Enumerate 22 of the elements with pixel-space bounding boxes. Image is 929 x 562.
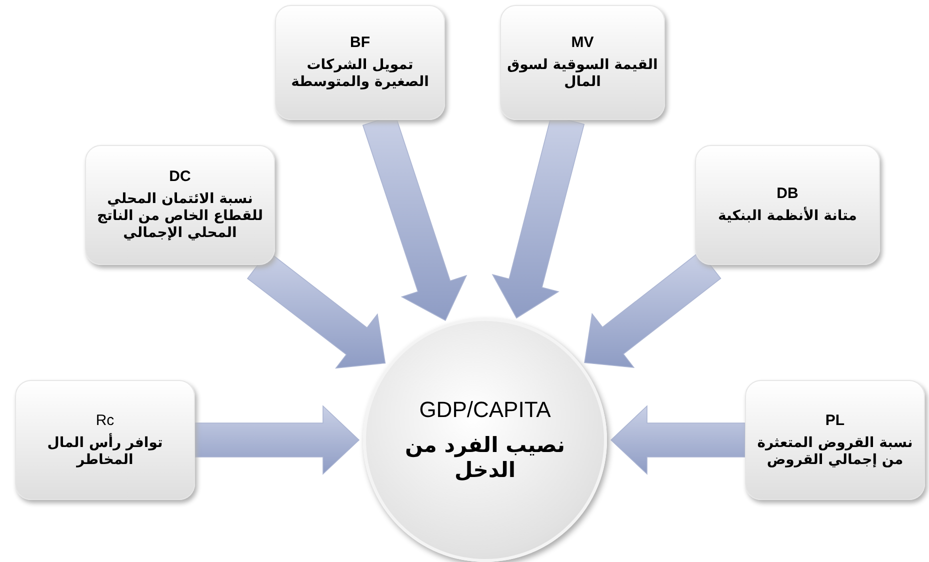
abbreviation-label: Rc: [96, 412, 114, 428]
abbreviation-label: MV: [571, 34, 594, 51]
block-arrow: [610, 405, 746, 475]
rounded-box: [275, 5, 445, 120]
rounded-box: [85, 145, 275, 265]
abbreviation-label: DB: [776, 185, 798, 202]
rounded-box: [745, 380, 925, 500]
abbreviation-label: BF: [350, 34, 370, 51]
block-arrow: [194, 405, 360, 475]
rounded-box: [695, 145, 880, 265]
description-text: نسبة القروض المتعثرة من إجمالي القروض: [756, 434, 914, 468]
description-text: توافر رأس المال المخاطر: [46, 434, 164, 468]
abbreviation-label: GDP/CAPITA: [419, 397, 551, 423]
abbreviation-label: DC: [169, 168, 191, 185]
rounded-box: [15, 380, 195, 500]
description-text: القيمة السوقية لسوق المال: [507, 57, 658, 91]
description-text: نصيب الفرد من الدخل: [404, 433, 566, 483]
rounded-box: [500, 5, 665, 120]
abbreviation-label: PL: [825, 412, 845, 428]
description-text: متانة الأنظمة البنكية: [718, 208, 857, 225]
description-text: تمويل الشركات الصغيرة والمتوسطة: [290, 57, 430, 91]
description-text: نسبة الائتمان المحلي للقطاع الخاص من الناتج المحلي الإجمالي: [96, 191, 264, 242]
